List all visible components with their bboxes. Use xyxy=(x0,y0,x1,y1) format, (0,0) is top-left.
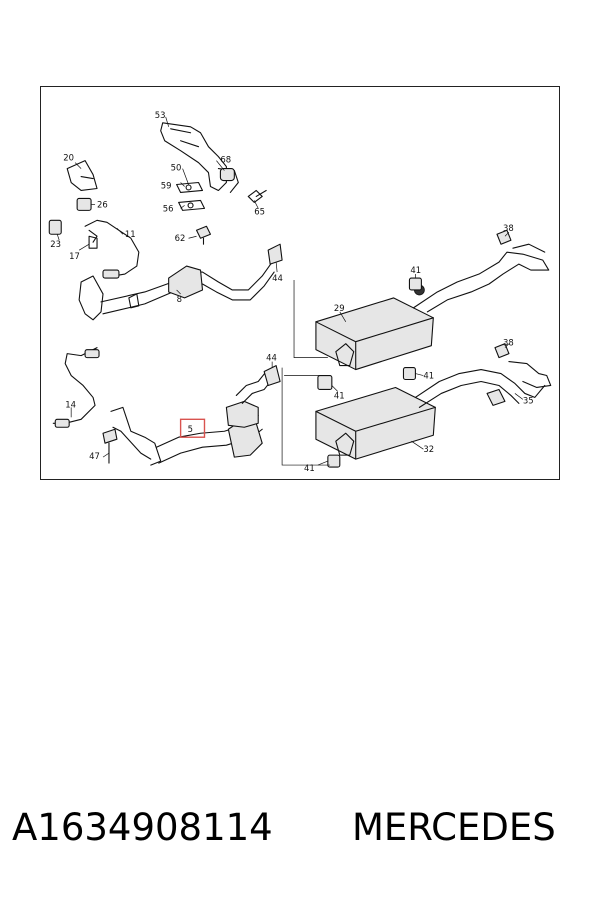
mount-41b xyxy=(317,374,333,391)
highlight-box-5 xyxy=(179,418,206,438)
label-38-lower: 38 xyxy=(503,338,514,348)
footer: A1634908114 MERCEDES xyxy=(0,800,600,860)
label-41-middle: 41 xyxy=(334,390,345,400)
label-41-upper: 41 xyxy=(410,265,421,275)
label-59: 59 xyxy=(161,180,172,190)
bracket-20 xyxy=(66,160,98,192)
label-41-lower: 41 xyxy=(304,463,315,473)
tailpipe-38-upper xyxy=(496,229,546,253)
front-pipe-8 xyxy=(78,257,279,321)
label-29: 29 xyxy=(334,303,345,313)
label-20: 20 xyxy=(63,153,74,163)
exhaust-diagram-svg: 53 20 68 50 59 56 65 26 23 11 62 17 8 44… xyxy=(48,110,552,473)
oxygen-sensor-14 xyxy=(52,347,100,428)
bolt-65 xyxy=(247,189,267,203)
label-47: 47 xyxy=(89,451,100,461)
label-11: 11 xyxy=(125,229,136,239)
label-26: 26 xyxy=(97,199,108,209)
label-62: 62 xyxy=(175,233,186,243)
label-68: 68 xyxy=(220,155,231,165)
mount-41c xyxy=(402,367,416,381)
part-number: A1634908114 xyxy=(12,806,273,849)
nut-23 xyxy=(48,219,62,235)
bolt-62 xyxy=(195,225,212,245)
label-14: 14 xyxy=(65,399,76,409)
label-35: 35 xyxy=(523,395,534,405)
rubber-mount-68 xyxy=(219,168,235,182)
bolt-47 xyxy=(102,428,118,464)
clamp-56 xyxy=(178,199,206,211)
label-50: 50 xyxy=(171,163,182,173)
label-38-upper: 38 xyxy=(503,223,514,233)
oxygen-sensor-11 xyxy=(84,219,140,279)
clamp-44-lower xyxy=(263,365,281,387)
label-5: 5 xyxy=(188,424,193,434)
label-53: 53 xyxy=(155,110,166,120)
nut-26 xyxy=(76,197,92,211)
clamp-59 xyxy=(176,181,204,194)
label-17: 17 xyxy=(69,251,80,261)
exhaust-diagram: 53 20 68 50 59 56 65 26 23 11 62 17 8 44… xyxy=(40,86,560,480)
label-44-lower: 44 xyxy=(266,353,277,363)
catalytic-converter-5 xyxy=(110,367,275,466)
label-23: 23 xyxy=(50,239,61,249)
clamp-44-upper xyxy=(267,243,283,265)
muffler-29 xyxy=(315,251,550,371)
brand-name: MERCEDES xyxy=(352,806,556,849)
label-65: 65 xyxy=(254,206,265,216)
label-56: 56 xyxy=(163,203,174,213)
label-32: 32 xyxy=(423,444,434,454)
tailpipe-35 xyxy=(486,361,552,406)
label-44-upper: 44 xyxy=(272,273,283,283)
label-8: 8 xyxy=(177,294,182,304)
label-41-right: 41 xyxy=(423,371,434,381)
mount-41a xyxy=(408,277,422,291)
